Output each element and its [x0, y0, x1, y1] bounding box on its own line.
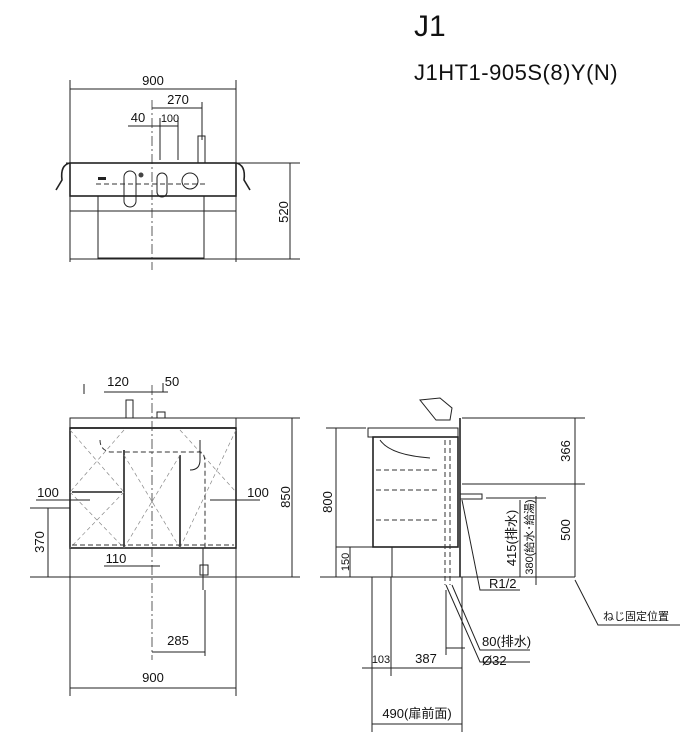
r12-label: R1/2 [489, 576, 516, 591]
side-150-label: 150 [340, 553, 352, 571]
model-number: J1HT1-905S(8)Y(N) [414, 60, 619, 85]
side-height-label: 800 [320, 491, 335, 513]
supply-height-label: 380(給水･給湯) [522, 499, 536, 574]
front-width-label: 900 [142, 670, 164, 685]
front-120-label: 120 [107, 374, 129, 389]
diameter-32-label: Ø32 [482, 653, 507, 668]
front-left-100-label: 100 [37, 485, 59, 500]
drain-80-label: 80(排水) [482, 634, 531, 649]
side-387-label: 387 [415, 651, 437, 666]
side-view: 800 366 500 150 415(排水) 380(給水･給湯) R1/2 … [320, 397, 680, 732]
top-width-label: 900 [142, 73, 164, 88]
top-270-label: 270 [167, 92, 189, 107]
screw-position-label: ねじ固定位置 [603, 609, 669, 623]
top-depth-label: 520 [276, 201, 291, 223]
drawing-title: J1 [414, 10, 446, 43]
side-103-label: 103 [372, 654, 390, 666]
front-110-label: 110 [106, 551, 127, 566]
side-490-label: 490(扉前面) [382, 706, 451, 721]
side-366-label: 366 [558, 440, 573, 462]
front-50-label: 50 [165, 374, 179, 389]
top-view: 900 270 40 100 520 [55, 73, 300, 270]
front-height-label: 850 [278, 486, 293, 508]
front-right-100-label: 100 [247, 485, 269, 500]
side-500-label: 500 [558, 519, 573, 541]
front-370-label: 370 [32, 531, 47, 553]
top-100-label: 100 [161, 113, 179, 125]
top-40-label: 40 [131, 110, 145, 125]
drain-height-label: 415(排水) [504, 510, 519, 566]
front-285-label: 285 [167, 633, 189, 648]
front-view: 120 50 100 100 850 370 110 285 900 [30, 374, 300, 696]
